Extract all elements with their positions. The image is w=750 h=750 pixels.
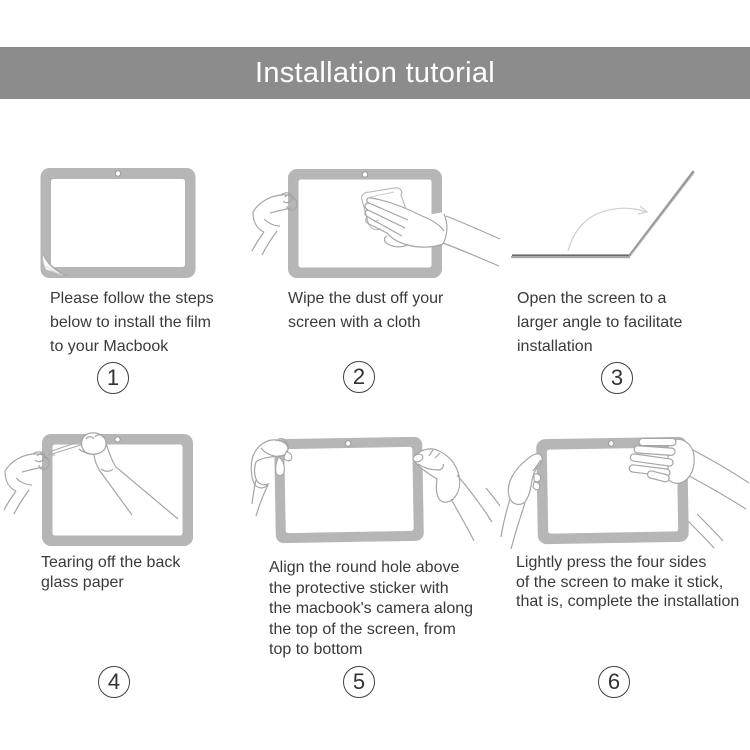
- wipe-screen-cloth-icon: [251, 169, 500, 278]
- step-6-caption: Lightly press the four sides of the scre…: [516, 554, 740, 610]
- press-four-sides-icon: [500, 436, 750, 550]
- banner: Installation tutorial: [0, 47, 750, 99]
- step-2-number: 2: [343, 361, 375, 393]
- step-6-number: 6: [598, 666, 630, 698]
- align-film-camera-icon: [250, 436, 500, 544]
- step-1-number: 1: [97, 362, 129, 394]
- step-3-caption: Open the screen to a larger angle to fac…: [517, 290, 683, 355]
- step-4-caption: Tearing off the back glass paper: [41, 554, 181, 591]
- step-1-caption: Please follow the steps below to install…: [50, 290, 214, 355]
- macbook-film-peel-icon: [40, 168, 196, 278]
- step-5-number: 5: [343, 666, 375, 698]
- tear-back-paper-icon: [3, 432, 193, 546]
- step-2-caption: Wipe the dust off your screen with a clo…: [288, 290, 444, 331]
- banner-title: Installation tutorial: [254, 56, 496, 89]
- step-5-caption: Align the round hole above the protectiv…: [269, 559, 474, 658]
- step-4-number: 4: [98, 666, 130, 698]
- step-3-number: 3: [601, 362, 633, 394]
- open-laptop-angle-icon: [511, 170, 695, 259]
